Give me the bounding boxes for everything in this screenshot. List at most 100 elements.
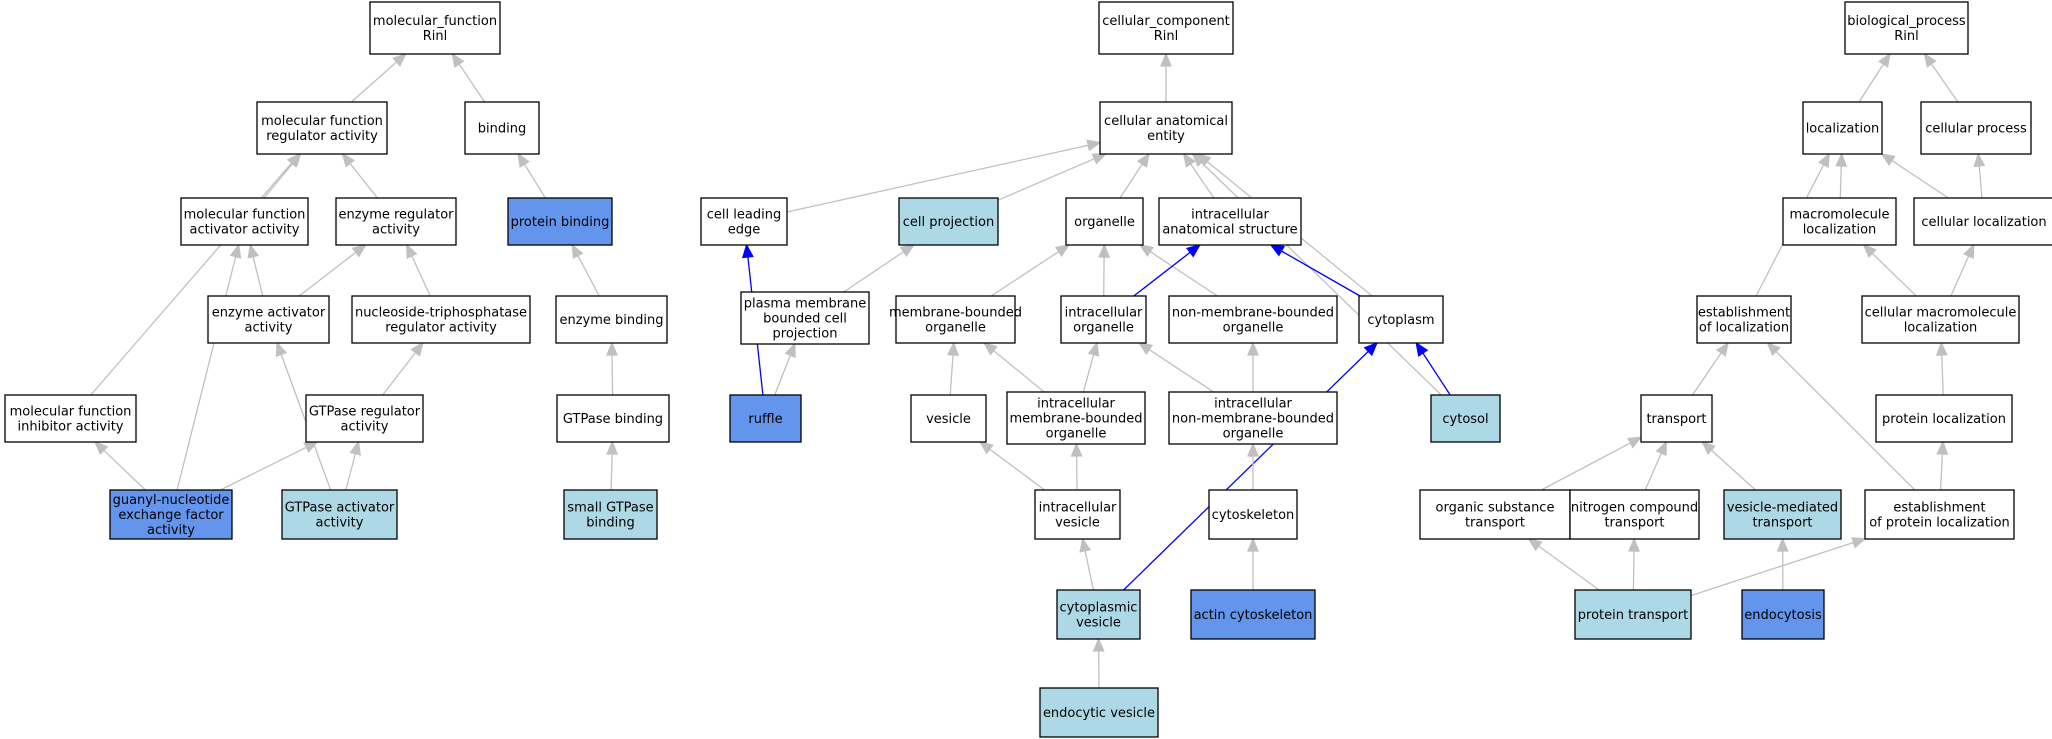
- go-term-node-endocytosis[interactable]: endocytosis: [1741, 589, 1825, 640]
- arrowhead-icon: [1766, 341, 1781, 357]
- edge-ruffle-to-pm_proj: [774, 342, 796, 396]
- edge-line: [774, 354, 792, 396]
- go-term-node-enz-binding[interactable]: enzyme binding: [555, 295, 668, 344]
- go-term-node-transport[interactable]: transport: [1640, 394, 1713, 443]
- edge-line: [1644, 452, 1662, 491]
- node-label: intracellular: [1191, 208, 1269, 223]
- edge-line: [523, 163, 546, 199]
- node-box: [1190, 589, 1316, 640]
- edge-line: [103, 449, 146, 491]
- go-term-node-binding[interactable]: binding: [464, 101, 540, 155]
- arrowhead-icon: [1247, 442, 1259, 457]
- arrowhead-icon: [1935, 341, 1948, 356]
- node-label: membrane-bounded: [889, 306, 1022, 321]
- node-label: ruffle: [748, 412, 782, 427]
- node-box: [910, 394, 987, 443]
- arrowhead-icon: [1138, 244, 1154, 257]
- go-term-node-cell-proc[interactable]: cellular process: [1920, 101, 2032, 155]
- node-label: enzyme binding: [559, 313, 663, 328]
- arrowhead-icon: [1087, 341, 1100, 357]
- arrowhead-icon: [1973, 152, 1986, 168]
- node-box: [1920, 101, 2032, 155]
- arrowhead-icon: [1136, 152, 1150, 168]
- node-label: exchange factor: [118, 508, 224, 523]
- go-term-node-localization[interactable]: localization: [1802, 101, 1883, 155]
- go-term-node-prot-transport[interactable]: protein transport: [1574, 589, 1692, 640]
- edge-line: [1082, 354, 1095, 393]
- arrowhead-icon: [978, 440, 994, 455]
- go-term-node-gtpase-binding[interactable]: GTPase binding: [556, 394, 670, 443]
- go-term-node-ic-nmbo[interactable]: intracellularnon-membrane-boundedorganel…: [1168, 391, 1338, 445]
- arrowhead-icon: [1835, 152, 1848, 167]
- node-label: cellular localization: [1921, 215, 2046, 230]
- go-term-node-prot-loc[interactable]: protein localization: [1875, 394, 2013, 443]
- node-label: nucleoside-triphosphatase: [355, 306, 527, 321]
- node-box: [1208, 489, 1298, 540]
- go-term-node-vesicle[interactable]: vesicle: [910, 394, 987, 443]
- node-label: biological_process: [1847, 14, 1966, 29]
- go-term-node-cytoplasm[interactable]: cytoplasm: [1358, 295, 1444, 344]
- go-term-node-endo-ves[interactable]: endocytic vesicle: [1039, 687, 1159, 738]
- node-label: cytoplasmic: [1060, 601, 1138, 616]
- edge-cytosol-to-cae: [1191, 152, 1442, 396]
- go-term-node-cell-loc[interactable]: cellular localization: [1913, 197, 2052, 246]
- node-box: [4, 394, 137, 443]
- go-term-node-cell-proj[interactable]: cell projection: [898, 197, 999, 246]
- edge-line: [1190, 163, 1215, 199]
- edge-vesicle-to-mbo: [946, 341, 959, 396]
- edge-ic_nmbo-to-nmbo: [1247, 341, 1259, 392]
- edge-gef-to-mf_inh: [93, 440, 146, 491]
- edge-line: [1540, 442, 1631, 491]
- go-term-node-actin[interactable]: actin cytoskeleton: [1190, 589, 1316, 640]
- go-term-node-prot-binding[interactable]: protein binding: [507, 197, 613, 246]
- go-term-node-cytoskeleton[interactable]: cytoskeleton: [1208, 489, 1298, 540]
- go-term-node-ruffle[interactable]: ruffle: [729, 394, 802, 443]
- node-label: organelle: [1073, 321, 1134, 336]
- go-term-node-cytosol[interactable]: cytosol: [1430, 394, 1501, 443]
- edge-cytoplasm-to-ias: [1269, 244, 1361, 297]
- edge-prot_loc-to-cell_macro_loc: [1935, 341, 1948, 396]
- arrowhead-icon: [1098, 243, 1111, 258]
- arrowhead-icon: [1182, 152, 1196, 168]
- go-term-node-organelle[interactable]: organelle: [1065, 197, 1144, 246]
- edge-line: [997, 158, 1095, 201]
- node-label: localization: [1904, 321, 1978, 336]
- edge-line: [345, 453, 357, 491]
- node-label: projection: [773, 327, 838, 342]
- edge-cell_proc-to-bp_root: [1923, 52, 1959, 103]
- node-box: [1006, 391, 1146, 445]
- arrowhead-icon: [1878, 52, 1891, 68]
- node-label: vesicle: [1076, 616, 1121, 631]
